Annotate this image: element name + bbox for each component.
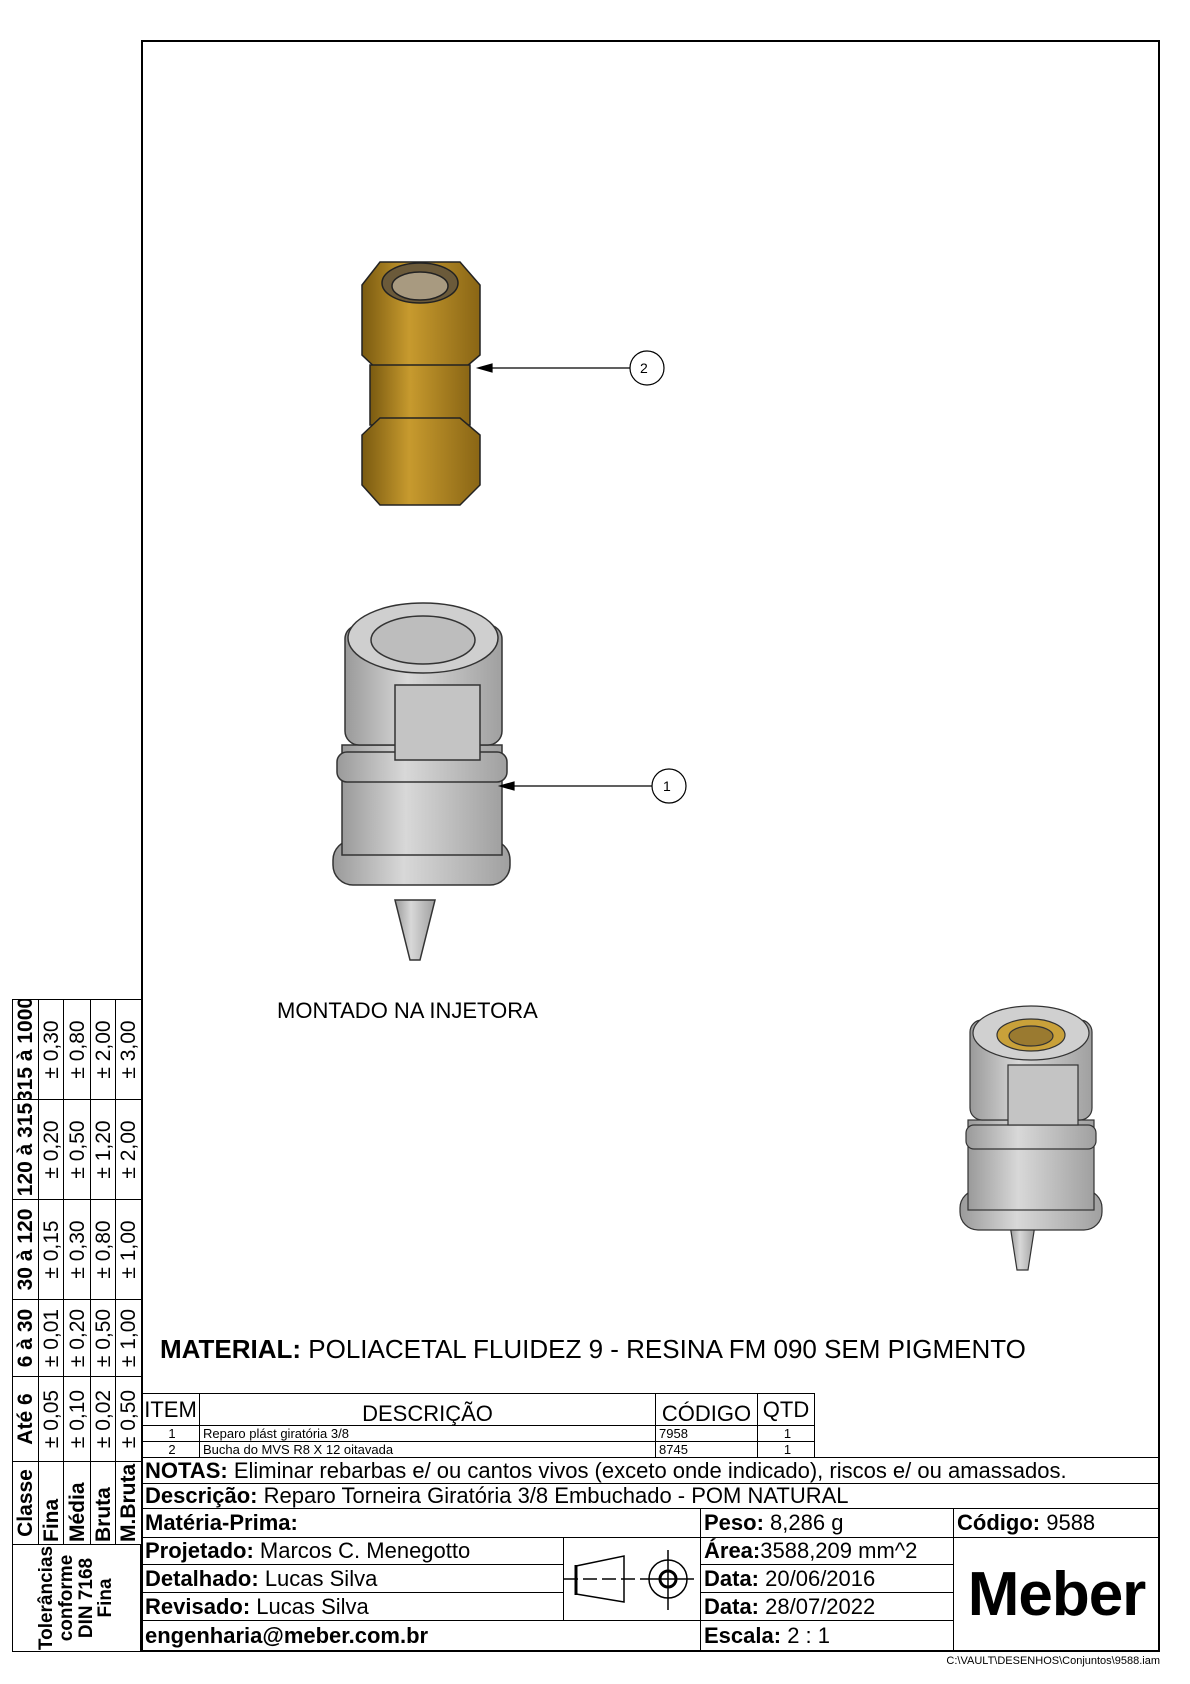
- row-1-item: 1: [141, 1425, 200, 1442]
- area-value: 3588,209 mm^2: [760, 1538, 918, 1563]
- date-1-value: 20/06/2016: [765, 1565, 876, 1591]
- first-angle-projection-icon: [564, 1550, 694, 1610]
- tolerance-value: ± 0,80: [90, 1199, 116, 1300]
- detailed-label: Detalhado:: [145, 1565, 259, 1591]
- notes-value: Eliminar rebarbas e/ ou cantos vivos (ex…: [233, 1457, 1067, 1483]
- date-2-label: Data:: [704, 1593, 760, 1619]
- row-1-qty: 1: [757, 1425, 815, 1442]
- detailed-value: Lucas Silva: [264, 1565, 378, 1591]
- leader-1: [497, 768, 687, 804]
- weight-cell: Peso: 8,286 g: [700, 1508, 954, 1538]
- tolerance-header: 30 à 120: [12, 1199, 39, 1300]
- date-2-cell: Data: 28/07/2022: [700, 1592, 954, 1621]
- tolerance-value: ± 0,50: [90, 1299, 116, 1377]
- tolerance-value: ± 1,00: [115, 1199, 142, 1300]
- tolerance-value: ± 3,00: [115, 999, 142, 1100]
- code-label: Código:: [957, 1510, 1041, 1535]
- row-1-code: 7958: [655, 1425, 758, 1442]
- tolerance-value: ± 0,20: [38, 1099, 64, 1200]
- tolerance-value: ± 0,10: [63, 1376, 91, 1462]
- date-1-cell: Data: 20/06/2016: [700, 1564, 954, 1593]
- material-value: POLIACETAL FLUIDEZ 9 - RESINA FM 090 SEM…: [308, 1334, 1026, 1364]
- code-value: 9588: [1046, 1510, 1096, 1535]
- designed-row: Projetado: Marcos C. Menegotto: [141, 1537, 564, 1565]
- description-row: Descrição: Reparo Torneira Giratória 3/8…: [141, 1483, 1160, 1509]
- tolerance-table: Tolerâncias conforme DIN 7168 Fina Class…: [12, 999, 142, 1652]
- company-logo: Meber: [953, 1537, 1160, 1652]
- tolerance-value: ± 0,01: [38, 1299, 64, 1377]
- row-2-code: 8745: [655, 1441, 758, 1458]
- tolerance-value: ± 0,30: [63, 1199, 91, 1300]
- tolerance-class: Média: [63, 1461, 91, 1545]
- designed-label: Projetado:: [145, 1538, 254, 1563]
- raw-material-row: Matéria-Prima:: [141, 1508, 701, 1538]
- projection-symbol-cell: [563, 1537, 701, 1621]
- tolerance-class: Bruta: [90, 1461, 116, 1545]
- view-label: MONTADO NA INJETORA: [277, 998, 538, 1023]
- plastic-part-1: [332, 602, 511, 961]
- row-1-desc: Reparo plást giratória 3/8: [199, 1425, 656, 1442]
- balloon-1-label: 1: [663, 778, 671, 794]
- area-label: Área:: [704, 1538, 761, 1563]
- weight-label: Peso:: [704, 1510, 764, 1535]
- date-1-label: Data:: [704, 1565, 760, 1591]
- description-value: Reparo Torneira Giratória 3/8 Embuchado …: [263, 1483, 849, 1508]
- tolerance-value: ± 0,80: [63, 999, 91, 1100]
- tolerance-header: 6 à 30: [12, 1299, 39, 1377]
- date-2-value: 28/07/2022: [765, 1593, 876, 1619]
- weight-value: 8,286 g: [770, 1510, 844, 1535]
- description-label: Descrição:: [145, 1483, 258, 1508]
- tolerance-value: ± 2,00: [115, 1099, 142, 1200]
- tolerance-value: ± 0,30: [38, 999, 64, 1100]
- tolerance-value: ± 0,02: [90, 1376, 116, 1462]
- tolerance-class: Fina: [38, 1461, 64, 1545]
- code-cell: Código: 9588: [953, 1508, 1160, 1538]
- balloon-2-label: 2: [640, 360, 648, 376]
- material-line: MATERIAL: POLIACETAL FLUIDEZ 9 - RESINA …: [160, 1334, 1026, 1365]
- scale-label: Escala:: [704, 1623, 782, 1648]
- tolerance-value: ± 0,50: [63, 1099, 91, 1200]
- tolerance-value: ± 0,50: [115, 1376, 142, 1462]
- tolerance-value: ± 2,00: [90, 999, 116, 1100]
- bushing-part-2: [361, 261, 481, 506]
- tolerance-value: ± 0,05: [38, 1376, 64, 1462]
- tolerance-header: 120 à 315: [12, 1099, 39, 1200]
- tolerance-value: ± 1,00: [115, 1299, 142, 1377]
- file-path: C:\VAULT\DESENHOS\Conjuntos\9588.iam: [946, 1655, 1160, 1667]
- tolerance-title: Tolerâncias conforme DIN 7168 Fina: [12, 1544, 141, 1652]
- designed-value: Marcos C. Menegotto: [259, 1538, 471, 1563]
- scale-cell: Escala: 2 : 1: [700, 1620, 954, 1652]
- header-code: CÓDIGO: [655, 1393, 758, 1426]
- tolerance-value: ± 0,15: [38, 1199, 64, 1300]
- material-label: MATERIAL:: [160, 1334, 302, 1364]
- header-item: ITEM: [141, 1393, 200, 1426]
- header-qty: QTD: [757, 1393, 815, 1426]
- tolerance-header: Até 6: [12, 1376, 39, 1462]
- reviewed-label: Revisado:: [145, 1593, 251, 1619]
- scale-value: 2 : 1: [787, 1623, 830, 1648]
- tolerance-class: M.Bruta: [115, 1461, 142, 1545]
- reviewed-row: Revisado: Lucas Silva: [141, 1592, 564, 1621]
- tolerance-value: ± 0,20: [63, 1299, 91, 1377]
- notes-row: NOTAS: Eliminar rebarbas e/ ou cantos vi…: [141, 1457, 1160, 1484]
- area-cell: Área:3588,209 mm^2: [700, 1537, 954, 1565]
- row-2-desc: Bucha do MVS R8 X 12 oitavada: [199, 1441, 656, 1458]
- tolerance-header: 315 à 1000: [12, 999, 39, 1100]
- header-description: DESCRIÇÃO: [199, 1393, 656, 1426]
- leader-2: [475, 350, 665, 386]
- row-2-qty: 1: [757, 1441, 815, 1458]
- tolerance-value: ± 1,20: [90, 1099, 116, 1200]
- tolerance-header: Classe: [12, 1461, 39, 1545]
- raw-material-label: Matéria-Prima:: [145, 1510, 298, 1535]
- detailed-row: Detalhado: Lucas Silva: [141, 1564, 564, 1593]
- reviewed-value: Lucas Silva: [256, 1593, 369, 1619]
- row-2-item: 2: [141, 1441, 200, 1458]
- email: engenharia@meber.com.br: [141, 1620, 701, 1652]
- assembled-part: [959, 1005, 1103, 1271]
- notes-label: NOTAS:: [145, 1457, 228, 1483]
